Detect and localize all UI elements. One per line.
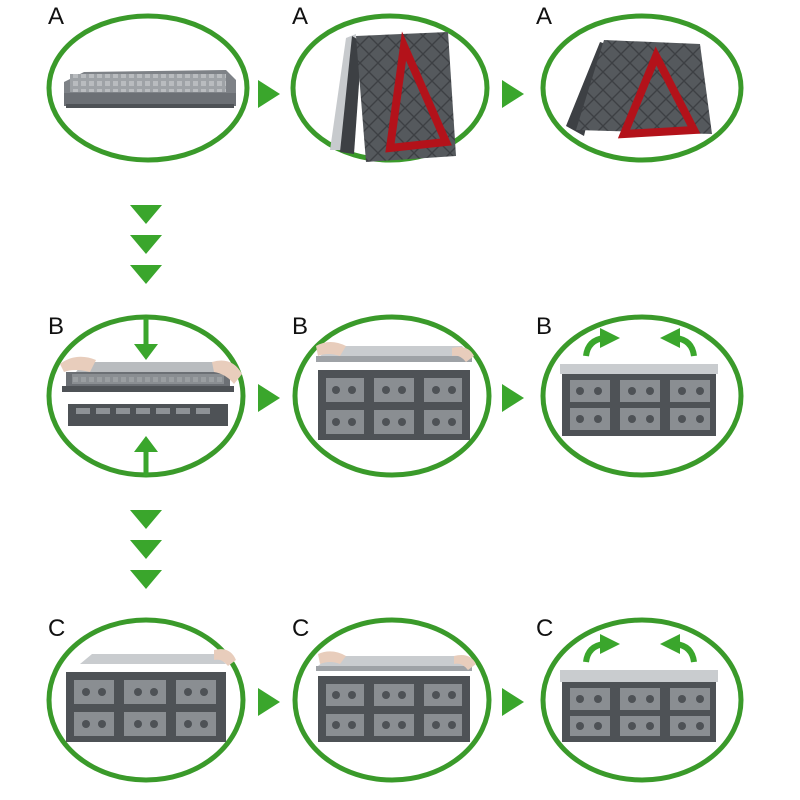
warning-triangle-icon (330, 31, 456, 162)
crate-lid-icon (560, 364, 718, 436)
step-label: A (536, 3, 552, 30)
step-label: A (48, 3, 64, 30)
arrow-down-icon (130, 235, 162, 254)
step-ring (540, 617, 744, 783)
arrow-down-icon (130, 510, 162, 529)
arrow-down-icon (130, 205, 162, 224)
curved-arrow-icon (583, 328, 620, 357)
arrow-down-icon (130, 540, 162, 559)
arrow-down-icon (130, 265, 162, 284)
step-b2: B (292, 313, 492, 478)
curved-arrow-icon (660, 328, 697, 357)
step-a1: A (46, 3, 250, 163)
crate-unfold-icon (60, 356, 242, 426)
step-label: B (292, 313, 308, 340)
step-label: A (292, 3, 308, 30)
step-ring (292, 617, 492, 783)
step-label: B (536, 313, 552, 340)
step-ring (540, 13, 744, 163)
step-label: C (48, 615, 65, 642)
step-b1: B (46, 313, 246, 478)
step-ring (540, 314, 744, 478)
crate-lid-icon (316, 342, 474, 440)
crate-lid-icon (66, 649, 236, 742)
arrow-down-icon (134, 318, 158, 360)
arrow-down-icon (130, 570, 162, 589)
arrow-up-icon (134, 436, 158, 476)
step-c1: C (46, 615, 246, 783)
step-c2: C (292, 615, 492, 783)
arrow-right-icon (502, 688, 524, 716)
arrow-right-icon (502, 384, 524, 412)
step-a2: A (290, 3, 490, 163)
arrow-right-icon (258, 688, 280, 716)
crate-lid-icon (560, 670, 718, 742)
curved-arrow-icon (583, 634, 620, 663)
arrow-right-icon (258, 80, 280, 108)
step-c3: C (536, 615, 744, 783)
arrow-down-stack (130, 510, 162, 589)
arrow-right-icon (258, 384, 280, 412)
step-b3: B (536, 313, 744, 478)
folded-crate-icon (64, 70, 236, 108)
crate-lid-icon (316, 651, 476, 742)
step-label: B (48, 313, 64, 340)
curved-arrow-icon (660, 634, 697, 663)
step-label: C (536, 615, 553, 642)
step-a3: A (536, 3, 744, 163)
warning-triangle-icon (566, 40, 712, 139)
step-ring (292, 314, 492, 478)
step-label: C (292, 615, 309, 642)
step-ring (46, 617, 246, 783)
arrow-down-stack (130, 205, 162, 284)
arrow-right-icon (502, 80, 524, 108)
step-ring (46, 13, 250, 163)
